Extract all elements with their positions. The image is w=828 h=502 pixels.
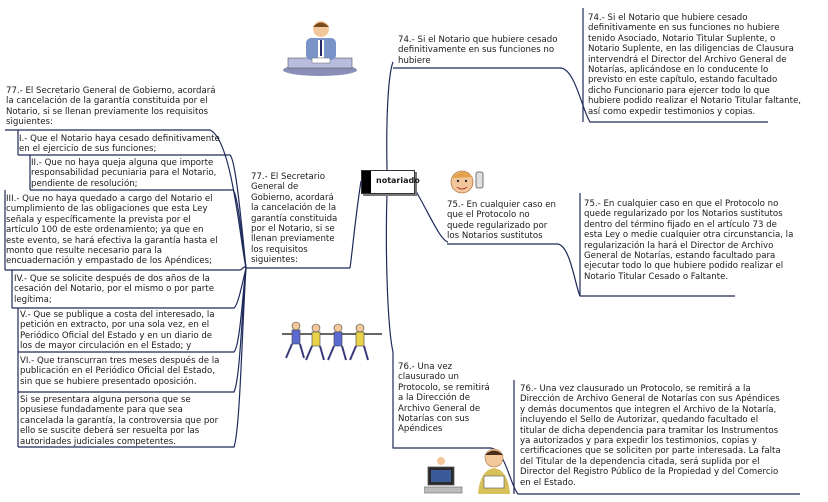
- left-item-6: VI.- Que transcurran tres meses después …: [20, 356, 220, 387]
- computer-user-icon: [424, 457, 463, 494]
- branch-74: [386, 61, 394, 171]
- center-tab: [362, 171, 371, 193]
- branch-77: [349, 180, 362, 269]
- node-75-short: 75.- En cualquier caso en que el Protoco…: [447, 200, 556, 242]
- left-item-4: IV.- Que se solicite después de dos años…: [14, 274, 214, 305]
- node-74-full: 74.- Si el Notario que hubiere cesado de…: [588, 13, 801, 117]
- left-item-7: Si se presentara alguna persona que se o…: [20, 395, 219, 447]
- link-76: [392, 352, 800, 495]
- branch-76: [385, 191, 394, 353]
- link-74: [393, 67, 768, 123]
- tug-of-war-icon: [282, 321, 382, 361]
- node-75-full: 75.- En cualquier caso en que el Protoco…: [584, 199, 794, 282]
- reader-icon: [478, 448, 510, 494]
- branch-75: [412, 185, 449, 243]
- node-76-full: 76.- Una vez clausurado un Protocolo, se…: [520, 384, 781, 488]
- person-at-desk-icon: [283, 21, 357, 76]
- phone-person-icon: [450, 170, 484, 194]
- node-74-short: 74.- Si el Notario que hubiere cesado de…: [398, 35, 558, 66]
- left-item-5: V.- Que se publique a costa del interesa…: [20, 310, 215, 352]
- node-77-short: 77.- El Secretario General de Gobierno, …: [251, 172, 338, 266]
- node-76-short: 76.- Una vez clausurado un Protocolo, se…: [398, 362, 490, 435]
- center-label: notariado: [376, 176, 420, 185]
- left-item-1: I.- Que el Notario haya cesado definitiv…: [19, 134, 220, 155]
- left-item-2: II.- Que no haya queja alguna que import…: [31, 158, 217, 189]
- center-node[interactable]: notariado: [361, 170, 420, 194]
- left-header: 77.- El Secretario General de Gobierno, …: [6, 86, 216, 128]
- left-item-3: III.- Que no haya quedado a cargo del No…: [6, 194, 218, 267]
